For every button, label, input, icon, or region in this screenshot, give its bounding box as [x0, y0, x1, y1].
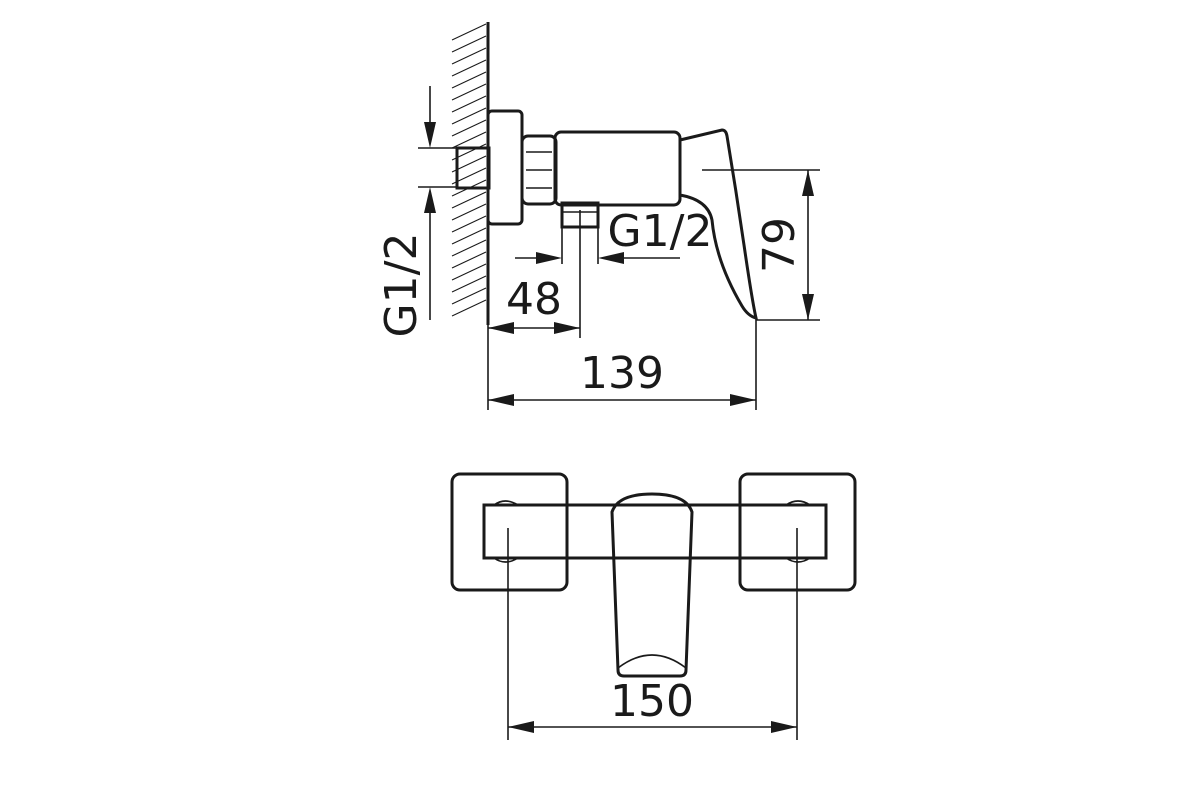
dim-center-distance: 150: [507, 528, 798, 740]
front-view: 150: [450, 472, 857, 740]
front-body: [482, 503, 828, 560]
dim-depth: 139: [487, 318, 757, 410]
center-distance-label: 150: [610, 676, 694, 727]
outlet-offset-label: 48: [506, 274, 562, 325]
left-flange: [450, 472, 569, 592]
lever-handle: [678, 128, 758, 321]
outlet-thread-label: G1/2: [608, 206, 713, 257]
dim-height: 79: [702, 169, 820, 321]
side-view: G1/2 G1/2 48 139: [376, 22, 820, 410]
dim-outlet-offset: 48: [488, 210, 581, 338]
mixer-body: [553, 130, 682, 207]
inlet-thread-label: G1/2: [376, 233, 427, 338]
depth-label: 139: [580, 348, 664, 399]
front-handle: [610, 492, 694, 678]
dim-inlet-thread: G1/2: [376, 86, 457, 337]
dim-outlet-thread: G1/2: [515, 206, 712, 264]
height-label: 79: [754, 217, 805, 273]
wall-flange: [486, 109, 524, 226]
inlet-pipe: [455, 146, 491, 190]
